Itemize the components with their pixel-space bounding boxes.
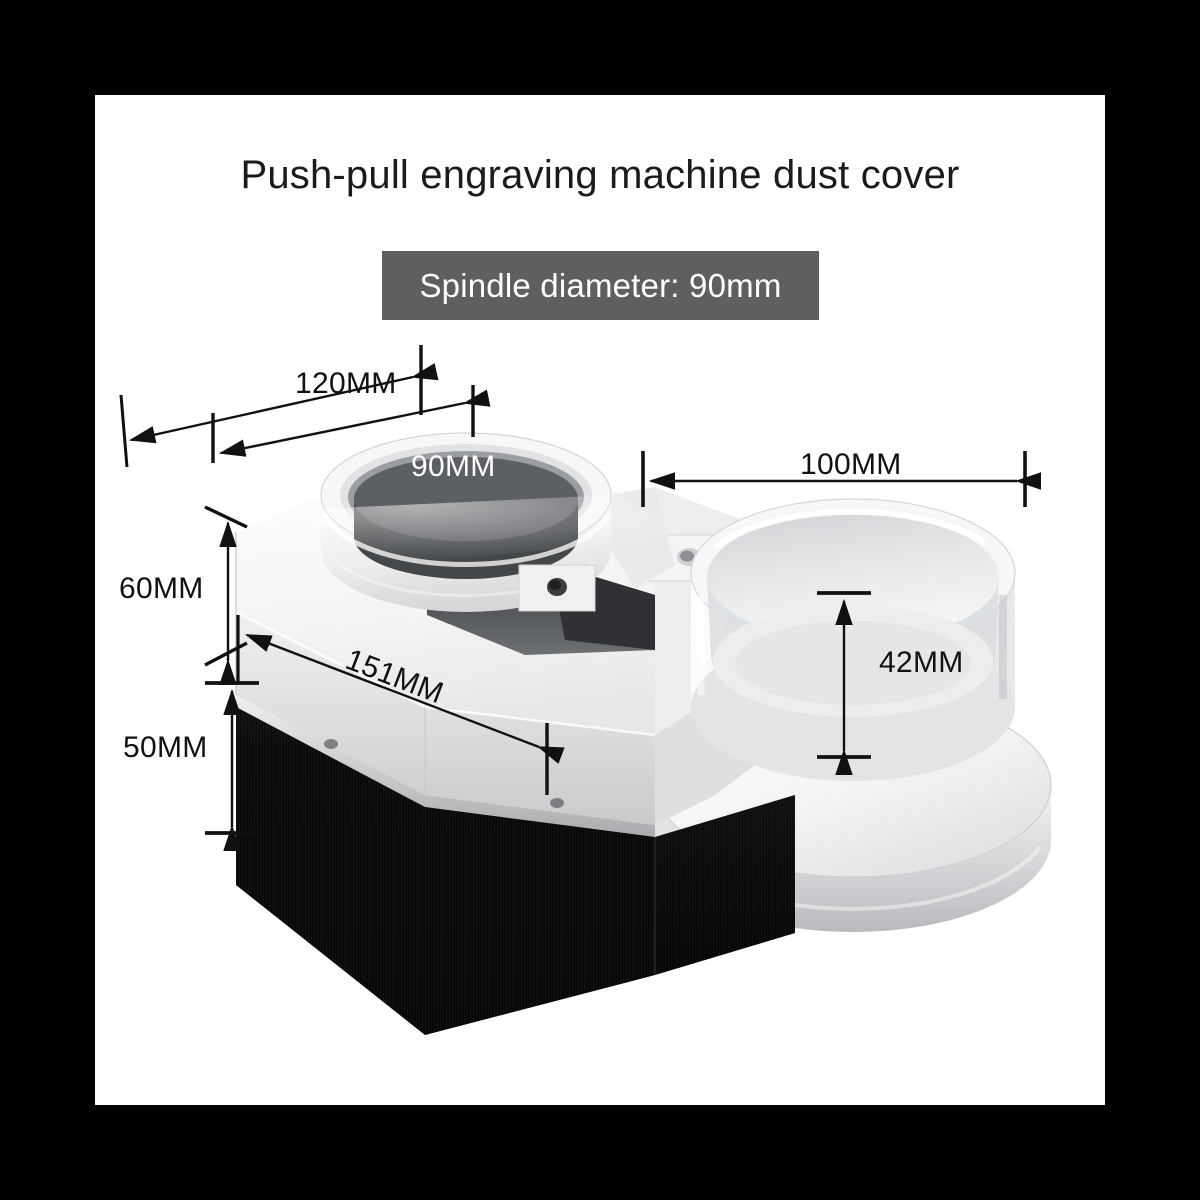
- body-gloss-highlight: [295, 495, 695, 565]
- dimension-label-90mm: 90MM: [411, 450, 496, 483]
- page-title: Push-pull engraving machine dust cover: [240, 153, 960, 197]
- dimension-label-100mm: 100MM: [800, 448, 902, 481]
- dust-port-cylinder: [690, 498, 1016, 781]
- dimension-label-50mm: 50MM: [123, 731, 208, 764]
- spindle-diameter-badge-label: Spindle diameter: 90mm: [419, 266, 782, 304]
- brush-skirt: [236, 695, 795, 1035]
- spindle-diameter-badge: Spindle diameter: 90mm: [382, 251, 819, 320]
- product-illustration: [235, 432, 1052, 1035]
- mounting-tab-left: [518, 564, 596, 612]
- dimension-label-120mm: 120MM: [295, 367, 397, 400]
- dimension-label-42mm: 42MM: [879, 646, 964, 679]
- product-diagram-canvas: Push-pull engraving machine dust cover S…: [95, 95, 1105, 1105]
- dimension-label-60mm: 60MM: [119, 572, 204, 605]
